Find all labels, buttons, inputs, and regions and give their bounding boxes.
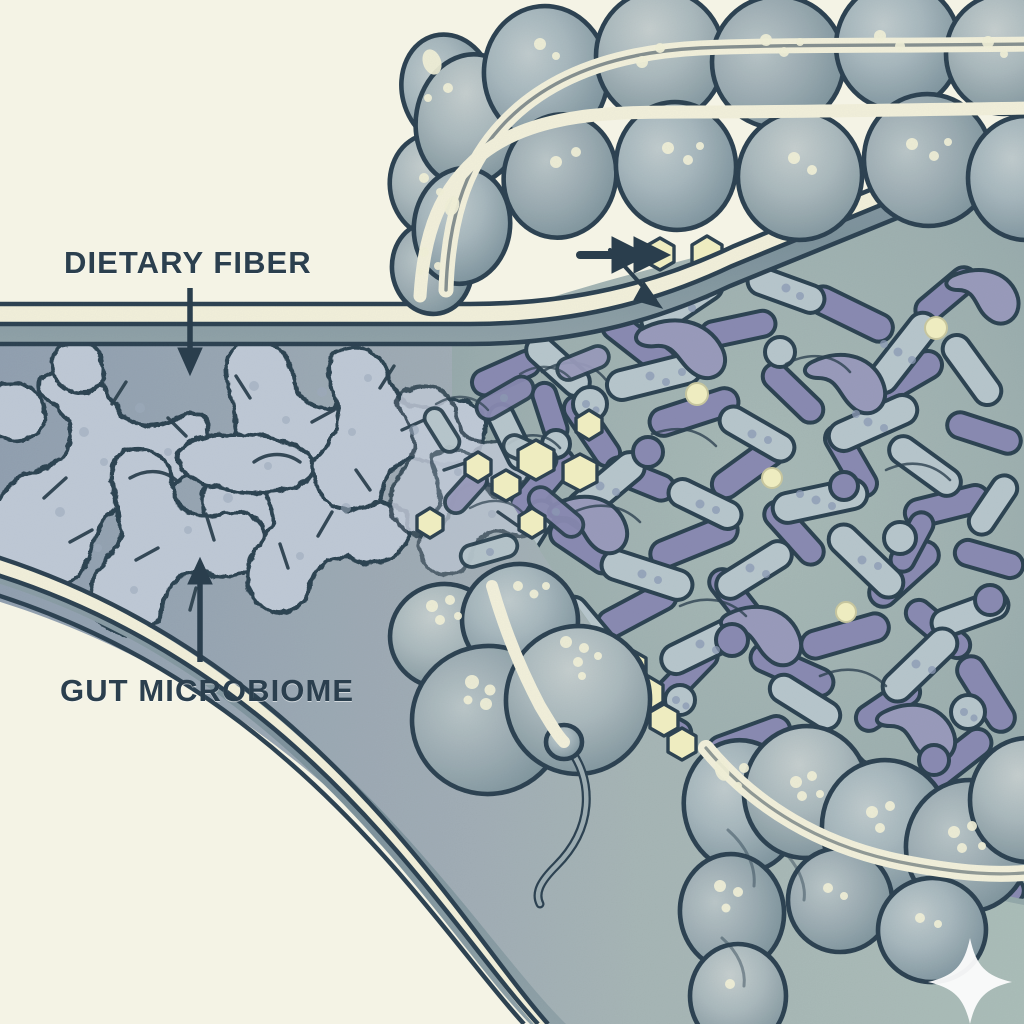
label-gut-microbiome: GUT MICROBIOME <box>60 673 355 708</box>
free-molecules <box>685 316 948 623</box>
cecum-and-appendix <box>387 561 653 909</box>
colon-upper-haustra <box>387 0 1024 317</box>
label-dietary-fiber: DIETARY FIBER <box>64 245 312 280</box>
sparkle-icon <box>928 938 1012 1024</box>
gut-microbiome-pointer-arrow <box>187 556 213 662</box>
gut-bacteria-colony <box>469 265 1024 900</box>
dietary-fiber-pointer-arrow <box>177 288 203 377</box>
colon-lower-right-haustra <box>677 723 1024 1024</box>
fermentation-pointer-arrow <box>608 248 664 309</box>
lumen-wall-bottom <box>0 555 566 1024</box>
